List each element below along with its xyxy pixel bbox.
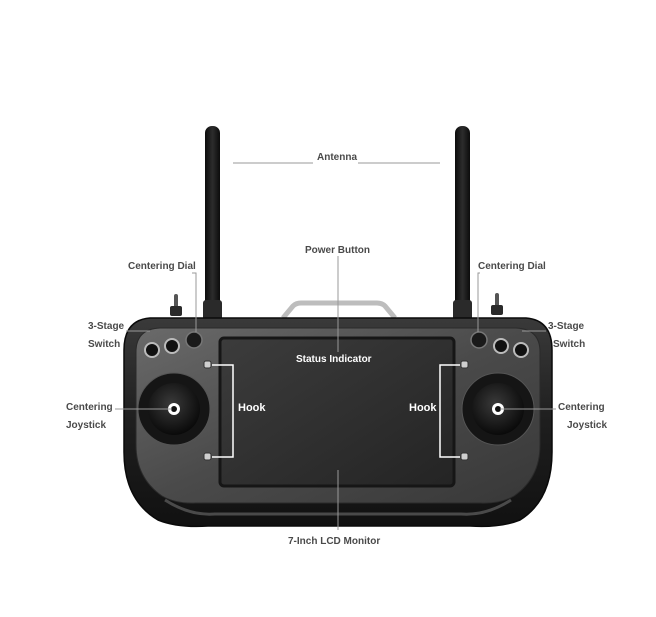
- 3-stage-switch-right-label-1: 3-Stage: [548, 321, 585, 332]
- left-antenna: [203, 126, 222, 322]
- hook-left-top: [203, 360, 212, 369]
- right-3-stage-switch: [491, 293, 503, 315]
- 3-stage-switch-left-label-2: Switch: [88, 339, 121, 350]
- lcd-monitor: [218, 336, 456, 488]
- callout-lines: [115, 162, 556, 530]
- 3-stage-switch-left-label-1: 3-Stage: [88, 321, 125, 332]
- hook-right-bottom: [460, 452, 469, 461]
- top-handle: [281, 300, 397, 320]
- left-button-1: [144, 342, 160, 358]
- centering-joystick-right-label-2: Joystick: [567, 420, 608, 431]
- status-indicator-label: Status Indicator: [296, 354, 372, 365]
- antenna-label: Antenna: [317, 152, 357, 163]
- left-centering-dial: [185, 331, 203, 349]
- right-antenna: [453, 126, 472, 322]
- right-button-2: [513, 342, 529, 358]
- centering-joystick-left-label-1: Centering: [66, 402, 113, 413]
- 3-stage-switch-right-label-2: Switch: [553, 339, 586, 350]
- power-button-label: Power Button: [305, 245, 370, 256]
- left-centering-joystick: [137, 372, 211, 446]
- centering-joystick-left-label-2: Joystick: [66, 420, 107, 431]
- centering-dial-right-label: Centering Dial: [478, 261, 546, 272]
- centering-dial-left-label: Centering Dial: [128, 261, 196, 272]
- left-button-2: [164, 338, 180, 354]
- right-button-1: [493, 338, 509, 354]
- hook-left-label: Hook: [238, 402, 266, 414]
- lcd-monitor-label: 7-Inch LCD Monitor: [288, 536, 381, 547]
- right-centering-dial: [470, 331, 488, 349]
- left-3-stage-switch: [170, 294, 182, 316]
- hook-right-top: [460, 360, 469, 369]
- hook-right-label: Hook: [409, 402, 437, 414]
- hook-left-bottom: [203, 452, 212, 461]
- centering-joystick-right-label-1: Centering: [558, 402, 605, 413]
- right-centering-joystick: [461, 372, 535, 446]
